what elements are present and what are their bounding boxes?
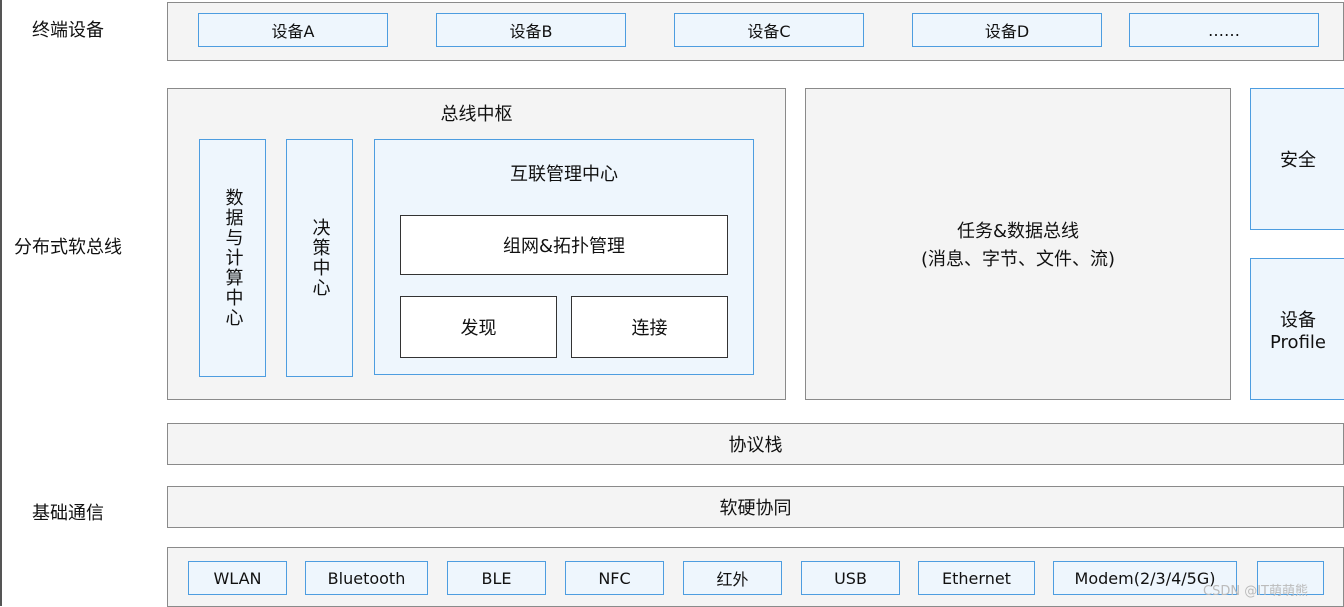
interconnect-title: 互联管理中心 xyxy=(510,164,618,185)
left-edge-line xyxy=(0,0,2,606)
device-box: 设备D xyxy=(912,13,1102,47)
decision-center-label: 决策中心 xyxy=(309,218,331,298)
connection-box: 连接 xyxy=(571,296,728,358)
layer-label-basic-comm: 基础通信 xyxy=(32,503,104,524)
task-data-bus-panel xyxy=(805,88,1231,400)
data-compute-center-label: 数据与计算中心 xyxy=(222,188,244,328)
networking-topology-box: 组网&拓扑管理 xyxy=(400,215,728,275)
comm-tech-box: USB xyxy=(801,561,900,595)
comm-tech-box: Modem(2/3/4/5G) xyxy=(1053,561,1237,595)
layer-label-terminal: 终端设备 xyxy=(32,20,104,41)
device-profile-box: 设备 Profile xyxy=(1250,258,1344,400)
layer-label-distributed-bus: 分布式软总线 xyxy=(14,237,122,258)
device-profile-line2: Profile xyxy=(1270,331,1326,353)
task-data-bus-title: 任务&数据总线 xyxy=(956,221,1080,242)
hw-sw-coordination-bar: 软硬协同 xyxy=(167,486,1344,528)
decision-center: 决策中心 xyxy=(286,139,353,377)
comm-tech-box: BLE xyxy=(447,561,546,595)
device-profile-line1: 设备 xyxy=(1280,309,1316,331)
task-data-bus-subtitle: (消息、字节、文件、流) xyxy=(920,249,1116,270)
security-box: 安全 xyxy=(1250,88,1344,230)
comm-tech-box: 红外 xyxy=(683,561,782,595)
device-box: 设备C xyxy=(674,13,864,47)
comm-tech-box: Ethernet xyxy=(918,561,1035,595)
protocol-stack-bar: 协议栈 xyxy=(167,423,1344,465)
bus-hub-title: 总线中枢 xyxy=(440,104,513,125)
device-box: 设备A xyxy=(198,13,388,47)
comm-tech-box-partial xyxy=(1257,561,1324,595)
data-compute-center: 数据与计算中心 xyxy=(199,139,266,377)
device-box: 设备B xyxy=(436,13,626,47)
watermark: CSDN @IT萌萌熊 xyxy=(1203,584,1308,599)
comm-tech-box: WLAN xyxy=(188,561,287,595)
discovery-box: 发现 xyxy=(400,296,557,358)
comm-tech-box: Bluetooth xyxy=(305,561,428,595)
device-box-more: …… xyxy=(1129,13,1319,47)
comm-tech-box: NFC xyxy=(565,561,664,595)
